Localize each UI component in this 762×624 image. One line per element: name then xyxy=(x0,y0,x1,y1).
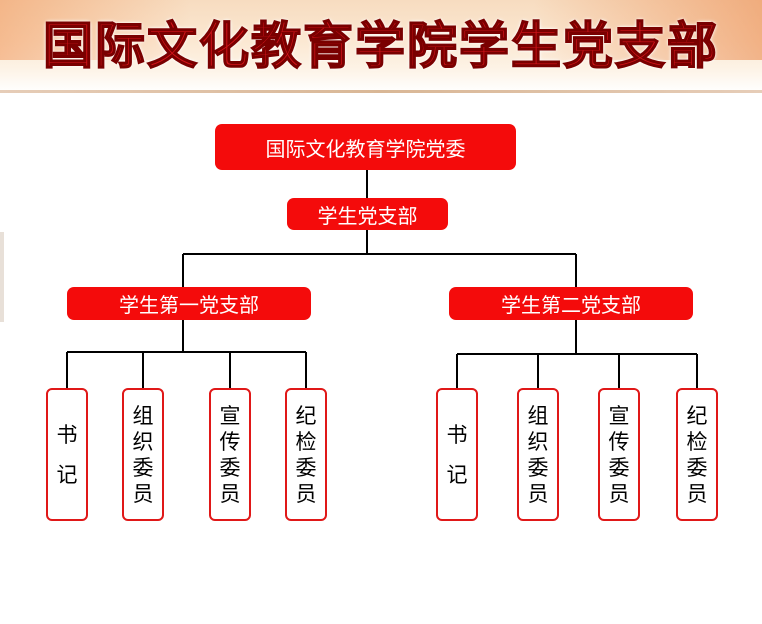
role-box: 宣传委员 xyxy=(209,388,251,521)
node-subbranch-2: 学生第二党支部 xyxy=(449,287,693,320)
role-label: 组织委员 xyxy=(527,403,549,506)
node-subbranch-1-label: 学生第一党支部 xyxy=(119,293,259,317)
role-box: 纪检委员 xyxy=(676,388,718,521)
node-student-branch: 学生党支部 xyxy=(287,198,448,230)
role-box: 书记 xyxy=(46,388,88,521)
node-student-branch-label: 学生党支部 xyxy=(317,203,418,228)
node-root-label: 国际文化教育学院党委 xyxy=(265,136,466,161)
node-subbranch-1: 学生第一党支部 xyxy=(67,287,311,320)
header-banner: 国际文化教育学院学生党支部 xyxy=(0,0,762,92)
node-root: 国际文化教育学院党委 xyxy=(215,124,516,170)
role-label: 宣传委员 xyxy=(608,403,630,506)
role-label: 组织委员 xyxy=(132,403,154,506)
node-subbranch-2-label: 学生第二党支部 xyxy=(501,293,641,317)
role-label: 书记 xyxy=(446,422,468,487)
role-box: 宣传委员 xyxy=(598,388,640,521)
role-label: 纪检委员 xyxy=(686,403,708,506)
role-label: 纪检委员 xyxy=(295,403,317,506)
role-label: 宣传委员 xyxy=(219,403,241,506)
header-divider xyxy=(0,90,762,93)
role-box: 组织委员 xyxy=(122,388,164,521)
role-label: 书记 xyxy=(56,422,78,487)
page-title: 国际文化教育学院学生党支部 xyxy=(42,16,719,76)
banner-decoration xyxy=(0,0,762,60)
role-box: 组织委员 xyxy=(517,388,559,521)
role-box: 纪检委员 xyxy=(285,388,327,521)
edge-decoration xyxy=(0,232,4,322)
role-box: 书记 xyxy=(436,388,478,521)
